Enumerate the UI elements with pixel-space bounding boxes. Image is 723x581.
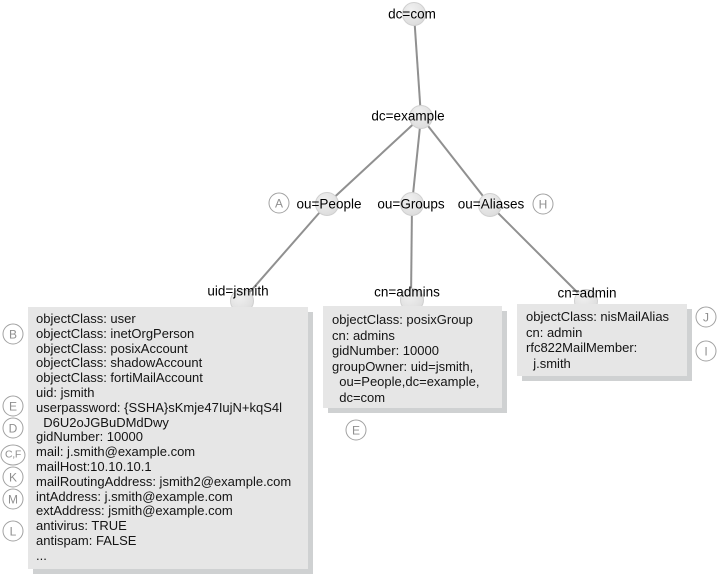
callout-e-groupowner-icon: E: [345, 419, 367, 441]
attribute-line: ...: [36, 547, 47, 563]
node-label-cn-admin: cn=admin: [557, 285, 617, 301]
attribute-line: antispam: FALSE: [36, 532, 137, 548]
attribute-line: mailHost:10.10.10.1: [36, 458, 152, 474]
node-label-uid-jsmith: uid=jsmith: [207, 283, 269, 299]
callout-l-icon: L: [2, 520, 24, 542]
node-circle-ou-aliases: [478, 193, 502, 217]
node-label-cn-admins: cn=admins: [374, 284, 440, 300]
node-label-ou-aliases: ou=Aliases: [457, 196, 525, 212]
callout-h-icon: H: [532, 193, 554, 215]
attribute-line: D6U2oJGBuDMdDwy: [36, 414, 169, 430]
tree-edge: [241, 203, 328, 302]
node-circle-ou-groups: [400, 192, 424, 216]
node-circle-dc-example: [409, 105, 433, 129]
attribute-line: objectClass: posixGroup: [332, 312, 473, 327]
attribute-line: groupOwner: uid=jsmith,: [332, 358, 474, 374]
attribute-line: gidNumber: 10000: [332, 343, 439, 359]
callout-a-icon: A: [268, 192, 290, 214]
callout-k-icon: K: [2, 466, 24, 488]
attribute-line: gidNumber: 10000: [36, 429, 143, 445]
node-label-dc-example: dc=example: [371, 108, 445, 124]
attribute-line: uid: jsmith: [36, 384, 95, 400]
callout-e-userpassword-icon: E: [2, 395, 24, 417]
node-circle-ou-people: [315, 192, 339, 216]
attribute-line: objectClass: nisMailAlias: [526, 309, 670, 324]
attribute-line: objectClass: user: [36, 311, 136, 326]
attribute-line: mail: j.smith@example.com: [36, 444, 196, 460]
attribute-line: ou=People,dc=example,: [332, 374, 480, 390]
callout-m-icon: M: [2, 488, 24, 510]
tree-edge: [326, 116, 422, 205]
attribute-line: antivirus: TRUE: [36, 518, 127, 534]
tree-edge: [489, 204, 587, 302]
tree-edge: [410, 203, 413, 301]
attribute-line: cn: admin: [526, 324, 583, 340]
callout-i-icon: I: [695, 340, 717, 362]
attribute-line: objectClass: fortiMailAccount: [36, 370, 203, 386]
attribute-line: userpassword: {SSHA}sKmje47IujN+kqS4l: [36, 399, 283, 415]
node-label-ou-groups: ou=Groups: [377, 196, 445, 212]
attribute-line: objectClass: inetOrgPerson: [36, 325, 195, 341]
tree-edge: [413, 13, 422, 118]
attribute-line: j.smith: [526, 355, 571, 371]
tree-edge: [411, 116, 422, 205]
callout-d-icon: D: [2, 417, 24, 439]
callout-j-icon: J: [695, 306, 717, 328]
node-circle-dc-com: [402, 2, 426, 26]
callout-cf-icon: C,F: [0, 444, 26, 466]
callout-b-icon: B: [2, 323, 24, 345]
node-label-dc-com: dc=com: [388, 6, 436, 22]
attribute-line: mailRoutingAddress: jsmith2@example.com: [36, 473, 292, 489]
node-label-ou-people: ou=People: [296, 196, 362, 212]
attribute-line: extAddress: jsmith@example.com: [36, 503, 233, 519]
attribute-box-uid-jsmith: objectClass: user objectClass: inetOrgPe…: [28, 307, 308, 569]
attribute-line: intAddress: j.smith@example.com: [36, 488, 233, 504]
tree-edge: [420, 116, 491, 206]
attribute-box-cn-admin: objectClass: nisMailAlias cn: admin rfc8…: [517, 304, 687, 376]
attribute-line: objectClass: posixAccount: [36, 340, 188, 356]
attribute-line: dc=com: [332, 389, 386, 405]
attribute-line: objectClass: shadowAccount: [36, 355, 203, 371]
attribute-line: cn: admins: [332, 327, 395, 343]
attribute-line: rfc822MailMember:: [526, 340, 638, 355]
attribute-box-cn-admins: objectClass: posixGroup cn: admins gidNu…: [323, 306, 502, 408]
